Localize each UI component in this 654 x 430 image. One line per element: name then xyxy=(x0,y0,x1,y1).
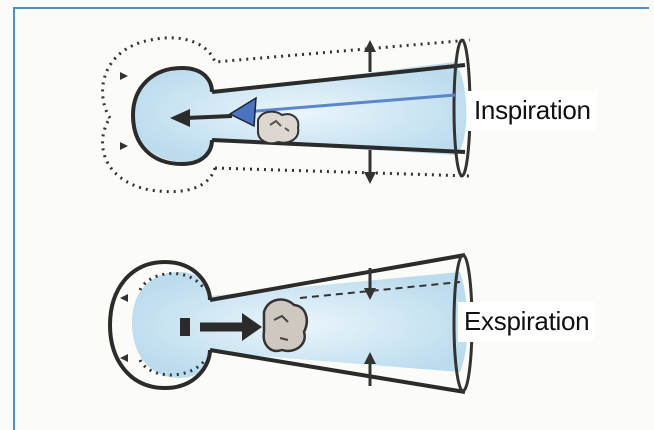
exspiration-label: Exspiration xyxy=(458,302,595,342)
inspiration-panel xyxy=(103,38,470,192)
inspiration-mucus-plug xyxy=(258,112,298,144)
exspiration-panel xyxy=(110,255,472,392)
exspiration-mucus-plug xyxy=(264,300,307,351)
inspiration-label: Inspiration xyxy=(468,91,597,131)
